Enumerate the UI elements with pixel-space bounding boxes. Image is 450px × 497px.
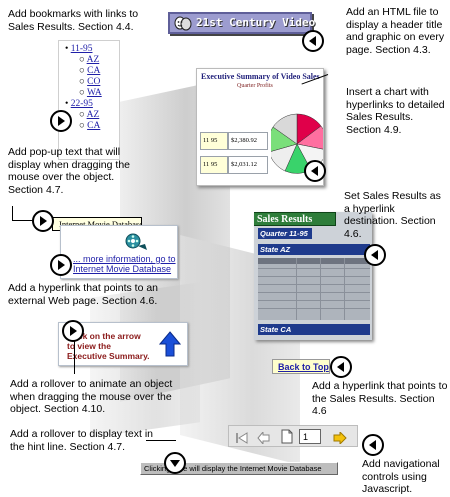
note-destination: Set Sales Results as a hyperlink destina… <box>344 190 441 240</box>
callout-arrow-left[interactable] <box>304 160 326 182</box>
play-right-icon <box>58 260 65 270</box>
play-left-icon <box>371 250 378 260</box>
callout-arrow-down[interactable] <box>164 452 186 474</box>
play-left-icon <box>311 166 318 176</box>
state-bar: State AZ <box>258 244 370 255</box>
note-external-link: Add a hyperlink that points to an extern… <box>8 282 159 307</box>
leader-line <box>12 206 13 220</box>
film-reel-icon <box>123 232 149 257</box>
header-banner: 21st Century Video <box>168 12 316 36</box>
pie-chart[interactable] <box>271 103 324 185</box>
tooltip-text: Internet Movie Database <box>59 219 142 229</box>
hint-line-bar: Clicking here will display the Internet … <box>140 462 338 475</box>
bookmark-link[interactable]: 22-95 <box>70 99 93 109</box>
nav-controls <box>228 425 358 447</box>
quarter-cell: 11 95 <box>200 132 228 150</box>
note-popup-text: Add pop-up text that will display when d… <box>8 146 131 196</box>
bookmark-link[interactable]: AZ <box>86 55 100 65</box>
external-link[interactable]: ... more information, go to Internet Mov… <box>73 254 176 274</box>
bookmark-link[interactable]: 11-95 <box>70 44 93 54</box>
bookmark-group: • 22-95 <box>65 99 93 109</box>
chart-data-row: 11 95 $2,380.92 <box>200 132 268 150</box>
play-left-icon <box>309 36 316 46</box>
first-page-icon[interactable] <box>235 431 249 449</box>
bookmarks-panel: • 11-95 ○ AZ ○ CA ○ CO ○ WA • 22-95 ○ AZ… <box>58 40 120 160</box>
previous-page-icon[interactable] <box>257 430 271 449</box>
leader-line <box>74 340 75 374</box>
callout-arrow-right[interactable] <box>50 254 72 276</box>
quarter-bar: Quarter 11-95 <box>258 228 312 239</box>
pie-slice <box>271 143 298 172</box>
state-bar: State CA <box>258 324 370 335</box>
page-number-input[interactable] <box>299 429 321 444</box>
quarter-cell: 11 95 <box>200 156 228 174</box>
play-right-icon <box>70 326 77 336</box>
hint-text: Clicking here will display the Internet … <box>144 464 322 473</box>
callout-arrow-right[interactable] <box>32 210 54 232</box>
next-page-icon[interactable] <box>333 430 347 449</box>
play-down-icon <box>170 460 180 467</box>
sales-results-title: Sales Results <box>254 212 336 226</box>
rollover-text: Click on the arrow to view the Executive… <box>67 331 150 361</box>
leader-line <box>12 220 36 221</box>
bookmark-link[interactable]: CA <box>87 66 101 76</box>
play-left-icon <box>337 362 344 372</box>
note-back-to-top: Add a hyperlink that points to the Sales… <box>312 380 448 417</box>
callout-arrow-right[interactable] <box>50 110 72 132</box>
chart-data-row: 11 95 $2,031.12 <box>200 156 268 174</box>
play-right-icon <box>58 116 65 126</box>
callout-arrow-left[interactable] <box>302 30 324 52</box>
executive-summary-card: Executive Summary of Video Sales Quarter… <box>196 68 324 186</box>
sales-results-panel: Sales Results Quarter 11-95 State AZ Sta… <box>254 212 372 340</box>
note-bookmarks: Add bookmarks with links to Sales Result… <box>8 8 139 33</box>
back-to-top-link[interactable]: Back to Top <box>278 362 329 372</box>
note-rollover-animate: Add a rollover to animate an object when… <box>10 378 173 415</box>
bookmark-link[interactable]: AZ <box>86 110 100 120</box>
page-icon[interactable] <box>281 429 293 449</box>
play-right-icon <box>40 216 47 226</box>
bookmark-link[interactable]: CA <box>87 121 101 131</box>
note-chart: Insert a chart with hyperlinks to detail… <box>346 86 445 136</box>
leader-line <box>146 440 176 441</box>
note-nav-controls: Add navigational controls using Javascri… <box>362 458 440 497</box>
value-cell: $2,031.12 <box>228 156 268 174</box>
callout-arrow-right[interactable] <box>62 320 84 342</box>
external-link-box: ... more information, go to Internet Mov… <box>60 225 178 279</box>
callout-arrow-left[interactable] <box>362 434 384 456</box>
callout-arrow-left[interactable] <box>330 356 352 378</box>
pie-slice <box>272 113 298 145</box>
value-cell: $2,380.92 <box>228 132 268 150</box>
header-title: 21st Century Video <box>196 16 316 29</box>
callout-arrow-left[interactable] <box>364 244 386 266</box>
drama-masks-icon <box>174 16 192 36</box>
note-hint-line: Add a rollover to display text in the hi… <box>10 428 153 453</box>
note-header-file: Add an HTML file to display a header tit… <box>346 6 445 56</box>
back-to-top-box: Back to Top <box>272 359 330 374</box>
play-left-icon <box>369 440 376 450</box>
bookmark-link[interactable]: WA <box>86 88 102 98</box>
chart-subtitle: Quarter Profits <box>237 83 273 89</box>
arrow-up-icon[interactable] <box>158 331 182 362</box>
chart-title: Executive Summary of Video Sales <box>201 72 320 81</box>
bookmark-link[interactable]: CO <box>87 77 101 87</box>
rollover-box: Click on the arrow to view the Executive… <box>58 322 188 366</box>
sales-grid <box>258 258 370 320</box>
bookmark-group: • 11-95 <box>65 44 93 54</box>
pie-slice <box>296 125 323 150</box>
